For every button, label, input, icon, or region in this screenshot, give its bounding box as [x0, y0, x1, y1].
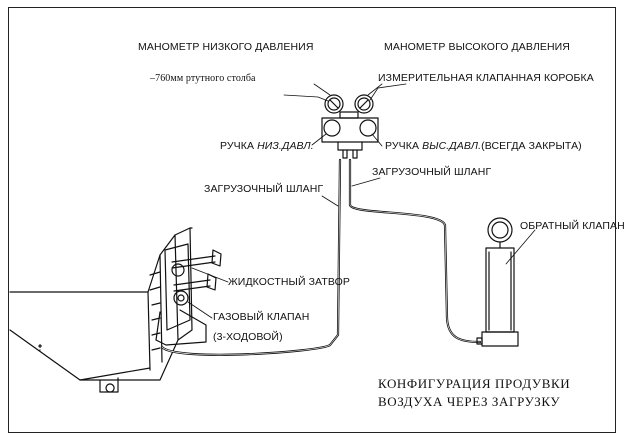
caption-line2: ВОЗДУХА ЧЕРЕЗ ЗАГРУЗКУ: [378, 394, 561, 409]
low-gauge-label: МАНОМЕТР НИЗКОГО ДАВЛЕНИЯ: [138, 41, 314, 53]
leader-lines: [187, 83, 536, 319]
caption-line1: КОНФИГУРАЦИЯ ПРОДУВКИ: [378, 376, 571, 391]
check-valve-label: ОБРАТНЫЙ КЛАПАН: [520, 220, 625, 232]
diagram-frame: [8, 7, 616, 433]
gas-valve-sub-label: (3-ХОДОВОЙ): [213, 331, 283, 343]
check-valve-cylinder: [476, 217, 519, 347]
liquid-valve-label: ЖИДКОСТНЫЙ ЗАТВОР: [228, 276, 350, 288]
vacuum-note: –760мм ртутного столба: [150, 73, 256, 84]
manifold-gauges: [321, 94, 379, 159]
gas-valve-label: ГАЗОВЫЙ КЛАПАН: [213, 311, 310, 323]
charge-hose-left-label: ЗАГРУЗОЧНЫЙ ШЛАНГ: [204, 183, 324, 195]
high-knob-label: РУЧКА ВЫС.ДАВЛ.(ВСЕГДА ЗАКРЫТА): [385, 140, 582, 152]
low-knob-label: РУЧКА НИЗ.ДАВЛ.: [220, 140, 314, 152]
charge-hose-right-label: ЗАГРУЗОЧНЫЙ ШЛАНГ: [372, 166, 492, 178]
manifold-box-label: ИЗМЕРИТЕЛЬНАЯ КЛАПАННАЯ КОРОБКА: [378, 72, 594, 84]
outdoor-unit: [9, 227, 222, 393]
high-gauge-label: МАНОМЕТР ВЫСОКОГО ДАВЛЕНИЯ: [384, 41, 570, 53]
right-charge-hose: [348, 158, 482, 344]
left-charge-hose: [160, 158, 342, 356]
